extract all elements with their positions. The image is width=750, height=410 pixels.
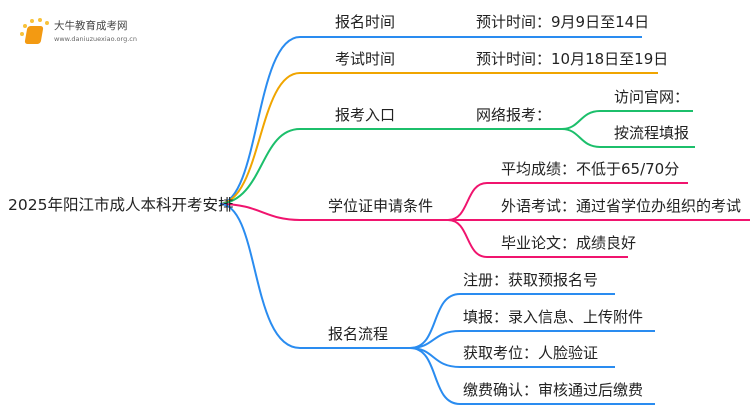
leaf-label: 获取考位：人脸验证 [463, 344, 599, 362]
logo: 大牛教育成考网 www.daniuzuexiao.org.cn [18, 18, 158, 50]
leaf-label: 按流程填报 [614, 124, 690, 142]
branch-label: 考试时间 [335, 50, 396, 68]
leaf-label: 填报：录入信息、上传附件 [463, 308, 644, 326]
branch-label: 报名时间 [335, 13, 396, 31]
connector-branch-2 [219, 72, 658, 205]
logo-dot [30, 19, 34, 23]
logo-dot [23, 24, 27, 28]
leaf-label: 毕业论文：成绩良好 [501, 234, 637, 252]
connector-branch-1 [219, 36, 642, 205]
branch-label: 学位证申请条件 [328, 197, 434, 215]
leaf-label: 外语考试：通过省学位办组织的考试 [501, 197, 742, 215]
connector-sub-3a [561, 110, 693, 130]
leaf-label: 预计时间：9月9日至14日 [476, 13, 650, 31]
leaf-label: 注册：获取预报名号 [463, 271, 599, 289]
logo-url: www.daniuzuexiao.org.cn [54, 35, 137, 43]
logo-dot [38, 18, 42, 22]
logo-dot [45, 21, 49, 25]
connector-branch-3 [219, 128, 562, 205]
sub-branch-label: 网络报考： [476, 106, 552, 124]
connector-sub-4a [447, 182, 688, 221]
connector-sub-4c [447, 219, 628, 258]
root-topic: 2025年阳江市成人本科开考安排 [8, 196, 234, 214]
logo-dot [20, 32, 24, 36]
leaf-label: 平均成绩：不低于65/70分 [501, 160, 680, 178]
leaf-label: 缴费确认：审核通过后缴费 [463, 381, 644, 399]
logo-title: 大牛教育成考网 [54, 20, 128, 32]
connector-sub-3b [561, 128, 695, 148]
connector-sub-5d [409, 347, 655, 405]
connector-sub-5a [409, 293, 615, 349]
connector-branch-5 [219, 203, 410, 349]
leaf-label: 预计时间：10月18日至19日 [476, 50, 669, 68]
leaf-label: 访问官网： [614, 88, 690, 106]
branch-label: 报名流程 [328, 325, 389, 343]
branch-label: 报考入口 [335, 106, 396, 124]
connector-branch-4 [219, 203, 448, 221]
connector-sub-5b [409, 330, 655, 349]
